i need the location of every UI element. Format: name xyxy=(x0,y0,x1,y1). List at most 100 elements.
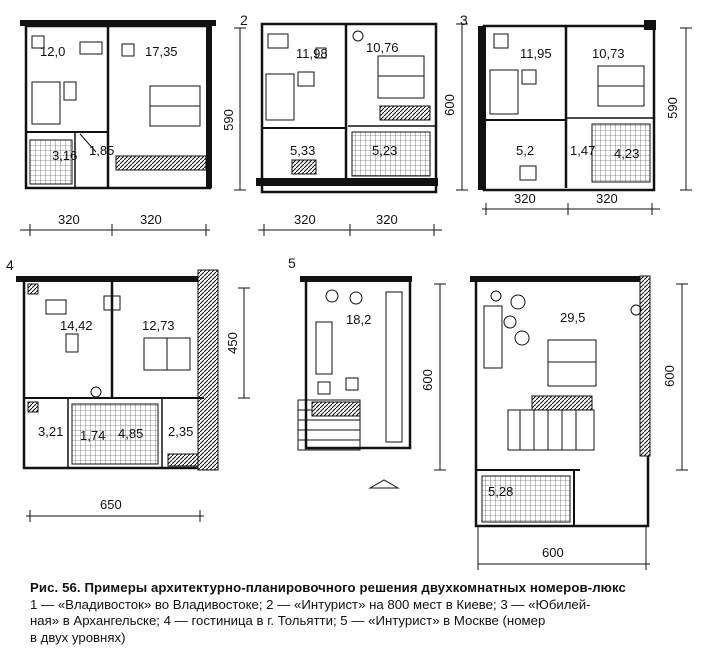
caption-line: в двух уровнях) xyxy=(30,629,126,645)
bed xyxy=(547,339,597,387)
dimension-label: 320 xyxy=(294,212,316,227)
chair xyxy=(121,43,135,57)
wall xyxy=(16,276,206,282)
wall xyxy=(206,26,212,188)
armchair xyxy=(90,386,102,398)
caption-line: 1 — «Владивосток» во Владивостоке; 2 — «… xyxy=(30,596,591,612)
column xyxy=(27,401,39,413)
plan-1: 12,0 17,35 3,16 1,85 590 320 320 xyxy=(20,20,246,236)
plan-number: 4 xyxy=(6,257,14,273)
area-label: 3,21 xyxy=(38,424,63,439)
wall xyxy=(644,20,656,30)
wall xyxy=(470,276,646,282)
area-label: 5,23 xyxy=(372,143,397,158)
armchair xyxy=(345,377,359,391)
dimension-label: 600 xyxy=(662,365,677,387)
sofa xyxy=(489,69,519,115)
staircase xyxy=(297,399,361,451)
staircase xyxy=(507,409,595,451)
armchair xyxy=(349,291,363,305)
plan-2-outline xyxy=(260,22,438,194)
area-label: 29,5 xyxy=(560,310,585,325)
plan-2: 2 11,98 10,76 5,33 5,23 600 320 320 xyxy=(240,12,468,236)
area-label: 3,16 xyxy=(52,148,77,163)
area-label: 4,23 xyxy=(614,146,639,161)
area-label: 10,76 xyxy=(366,40,399,55)
armchair xyxy=(514,330,530,346)
lamp xyxy=(490,290,502,302)
chair xyxy=(315,47,327,59)
area-label: 2,35 xyxy=(168,424,193,439)
desk xyxy=(267,33,289,49)
sofa xyxy=(315,321,333,375)
desk xyxy=(103,295,121,311)
dimension-label: 590 xyxy=(665,97,680,119)
wall xyxy=(20,20,216,26)
table xyxy=(521,69,537,85)
armchair xyxy=(519,165,537,181)
floor-plans-figure: 12,0 17,35 3,16 1,85 590 320 320 2 1 xyxy=(6,12,692,570)
sofa xyxy=(31,81,61,125)
wardrobe xyxy=(379,105,431,121)
dimension-label: 600 xyxy=(442,94,457,116)
railing xyxy=(311,401,361,417)
wardrobe xyxy=(115,155,207,171)
chair xyxy=(493,33,509,49)
wall xyxy=(300,276,412,282)
shelf xyxy=(385,291,403,443)
plan-4: 4 14,42 12,73 3,21 1,74 4,85 2,35 450 65… xyxy=(6,257,250,522)
armchair xyxy=(317,381,331,395)
plan-5: 5 18,2 600 xyxy=(288,255,688,570)
figure-caption: Рис. 56. Примеры архитектурно-планировоч… xyxy=(30,580,698,646)
sofa xyxy=(45,299,67,315)
bathroom xyxy=(71,403,159,465)
area-label: 5,28 xyxy=(488,484,513,499)
area-label: 1,47 xyxy=(570,143,595,158)
armchair xyxy=(510,294,526,310)
bathroom xyxy=(481,475,571,523)
table xyxy=(65,333,79,353)
dimension-label: 590 xyxy=(221,109,236,131)
table xyxy=(297,71,315,87)
door-arc xyxy=(79,133,97,153)
dimension-label: 320 xyxy=(596,191,618,206)
plan-5-upper-outline xyxy=(304,278,412,450)
bed xyxy=(377,55,425,99)
area-label: 11,95 xyxy=(520,46,552,61)
dimension-label: 650 xyxy=(100,497,122,512)
plan-number: 5 xyxy=(288,255,296,271)
caption-title: Рис. 56. Примеры архитектурно-планировоч… xyxy=(30,580,626,595)
direction-arrow xyxy=(368,479,400,489)
wall xyxy=(478,26,486,190)
wall xyxy=(197,269,219,471)
bathroom xyxy=(591,123,651,183)
armchair xyxy=(503,315,517,329)
plan-3: 3 11,95 10,73 5,2 1,47 4,23 590 320 320 xyxy=(460,12,692,215)
area-label: 12,73 xyxy=(142,318,175,333)
area-label: 1,74 xyxy=(80,428,105,443)
wall xyxy=(639,275,651,457)
area-label: 5,2 xyxy=(516,143,534,158)
dimension-label: 320 xyxy=(376,212,398,227)
wardrobe xyxy=(167,453,199,467)
plan-number: 3 xyxy=(460,12,468,28)
area-label: 18,2 xyxy=(346,312,371,327)
bathroom xyxy=(29,139,73,185)
area-label: 10,73 xyxy=(592,46,625,61)
desk xyxy=(79,41,103,55)
area-label: 11,98 xyxy=(296,46,328,61)
armchair xyxy=(31,35,45,49)
stool xyxy=(291,159,317,175)
dimension-label: 450 xyxy=(225,332,240,354)
area-label: 17,35 xyxy=(145,44,178,59)
area-label: 1,85 xyxy=(89,143,114,158)
area-label: 4,85 xyxy=(118,426,143,441)
table xyxy=(63,81,77,101)
lamp xyxy=(630,304,642,316)
sofa xyxy=(265,73,295,121)
plan-number: 2 xyxy=(240,12,248,28)
railing xyxy=(531,395,593,411)
wall xyxy=(256,178,438,186)
dimension-label: 320 xyxy=(140,212,162,227)
dimension-label: 600 xyxy=(420,369,435,391)
